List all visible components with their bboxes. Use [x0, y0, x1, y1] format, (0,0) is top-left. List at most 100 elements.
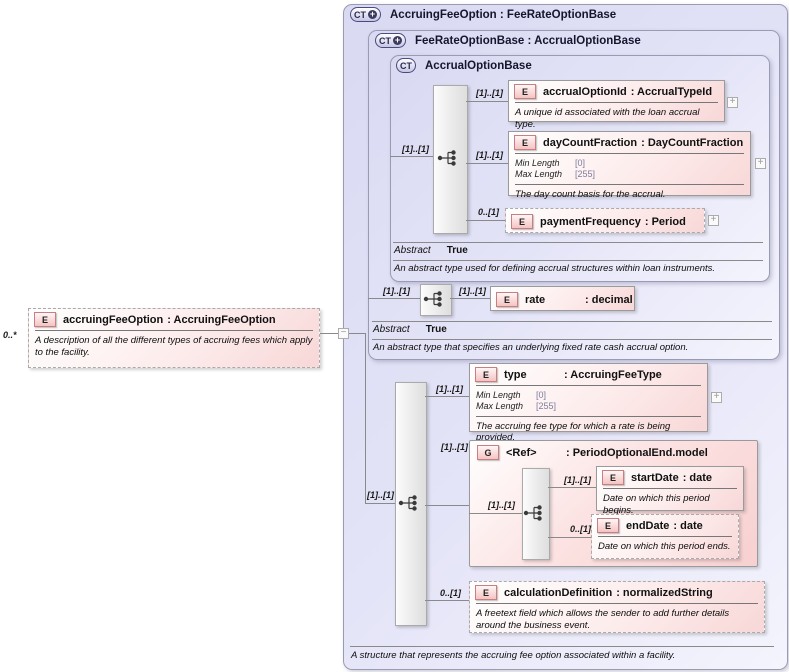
element-accruingfeeoption[interactable]: E accruingFeeOption : AccruingFeeOption …: [28, 308, 320, 368]
element-description: Date on which this period ends.: [598, 541, 731, 552]
element-type: : DayCountFraction: [641, 136, 744, 149]
element-badge: E: [34, 312, 56, 327]
divider: [476, 385, 701, 386]
divider: [372, 321, 772, 322]
connector-line: [466, 163, 508, 164]
sequence-icon: [523, 505, 542, 521]
expand-button[interactable]: +: [755, 158, 766, 169]
element-description: A description of all the different types…: [35, 335, 313, 358]
connector-line: [466, 220, 505, 221]
type-annotation: An abstract type that specifies an under…: [373, 342, 689, 353]
cardinality-label: 0..*: [3, 330, 17, 340]
cardinality-label: [1]..[1]: [476, 88, 503, 98]
facet-list: Min Length[0] Max Length[255]: [476, 390, 557, 412]
element-badge: E: [475, 367, 497, 382]
type-annotation: An abstract type used for defining accru…: [394, 263, 716, 274]
divider: [393, 242, 763, 243]
element-badge: E: [602, 470, 624, 485]
complextype-title: AccruingFeeOption : FeeRateOptionBase: [390, 8, 617, 21]
element-description: A unique id associated with the loan acc…: [515, 107, 700, 130]
element-name: endDate: [626, 519, 670, 532]
group-name: <Ref>: [506, 446, 537, 459]
connector-line: [466, 101, 508, 102]
element-type: : normalizedString: [616, 586, 713, 599]
cardinality-label: [1]..[1]: [564, 475, 591, 485]
complex-type-badge: CT: [396, 58, 416, 73]
expand-button[interactable]: +: [708, 215, 719, 226]
element-badge: E: [514, 84, 536, 99]
group-header: G <Ref> : PeriodOptionalEnd.model: [477, 445, 708, 460]
element-type: : date: [682, 471, 713, 484]
connector-line: [365, 503, 395, 504]
element-type: : decimal: [585, 293, 633, 306]
type-annotation: A structure that represents the accruing…: [351, 650, 676, 661]
element-rate[interactable]: E rate : decimal: [490, 286, 635, 311]
element-type-accruingfeetype[interactable]: E type : AccruingFeeType Min Length[0] M…: [469, 363, 708, 443]
divider: [393, 260, 763, 261]
complextype-title: AccrualOptionBase: [425, 59, 532, 72]
expand-button[interactable]: +: [727, 97, 738, 108]
element-type: : date: [673, 519, 703, 532]
connector-line: [425, 600, 469, 601]
divider: [35, 330, 313, 331]
complextype-accrualoptionbase-header[interactable]: CT AccrualOptionBase: [396, 58, 532, 73]
sequence-indicator[interactable]: [395, 382, 427, 626]
element-daycountfraction[interactable]: E dayCountFraction : DayCountFraction Mi…: [508, 131, 751, 200]
connector-line: [450, 298, 490, 299]
expand-button[interactable]: +: [711, 392, 722, 403]
element-name: calculationDefinition: [504, 586, 613, 599]
connector-line: [425, 396, 469, 397]
connector-line: [390, 156, 433, 157]
sequence-icon: [437, 150, 456, 166]
divider: [515, 183, 744, 185]
cardinality-label: [1]..[1]: [459, 286, 486, 296]
complextype-accruingfeeoption-header[interactable]: CT+ AccruingFeeOption : FeeRateOptionBas…: [350, 7, 616, 22]
cardinality-label: [1]..[1]: [367, 490, 394, 500]
expand-plus-icon: +: [393, 35, 402, 45]
group-type: : PeriodOptionalEnd.model: [566, 446, 708, 459]
divider: [515, 102, 718, 103]
element-name: rate: [525, 293, 546, 306]
divider: [476, 415, 701, 417]
divider: [603, 488, 737, 489]
connector-line: [548, 537, 591, 538]
connector-line: [425, 505, 469, 506]
element-name: paymentFrequency: [540, 215, 641, 228]
connector-line: [548, 487, 596, 488]
element-description: Date on which this period begins.: [603, 493, 710, 516]
sequence-icon: [423, 291, 442, 307]
element-description: The day count basis for the accrual.: [515, 188, 666, 200]
cardinality-label: [1]..[1]: [441, 442, 468, 452]
element-enddate[interactable]: E endDate : date Date on which this peri…: [591, 514, 739, 559]
connector-line: [469, 513, 522, 514]
expand-plus-icon: +: [368, 9, 377, 19]
element-startdate[interactable]: E startDate : date Date on which this pe…: [596, 466, 744, 516]
element-type: : AccrualTypeId: [630, 85, 713, 98]
element-description: A freetext field which allows the sender…: [476, 608, 730, 631]
complextype-feerateoptionbase-header[interactable]: CT+ FeeRateOptionBase : AccrualOptionBas…: [375, 33, 641, 48]
divider: [350, 646, 774, 647]
sequence-icon: [398, 495, 417, 511]
element-accrualoptionid[interactable]: E accrualOptionId : AccrualTypeId A uniq…: [508, 80, 725, 130]
element-badge: E: [597, 518, 619, 533]
element-badge: E: [496, 292, 518, 307]
element-calculationdefinition[interactable]: E calculationDefinition : normalizedStri…: [469, 581, 765, 633]
cardinality-label: [1]..[1]: [488, 500, 515, 510]
element-description: The accruing fee type for which a rate i…: [476, 420, 671, 444]
cardinality-label: [1]..[1]: [383, 286, 410, 296]
group-badge: G: [477, 445, 499, 460]
element-type: : Period: [644, 215, 686, 228]
connector-line: [320, 333, 338, 334]
element-type: : AccruingFeeType: [564, 368, 662, 381]
divider: [372, 339, 772, 340]
cardinality-label: [1]..[1]: [476, 150, 503, 160]
divider: [515, 153, 744, 154]
element-paymentfrequency[interactable]: E paymentFrequency : Period: [505, 208, 705, 233]
cardinality-label: 0..[1]: [570, 524, 592, 534]
cardinality-label: 0..[1]: [440, 588, 462, 598]
collapse-button[interactable]: −: [338, 328, 349, 339]
element-badge: E: [514, 135, 536, 150]
